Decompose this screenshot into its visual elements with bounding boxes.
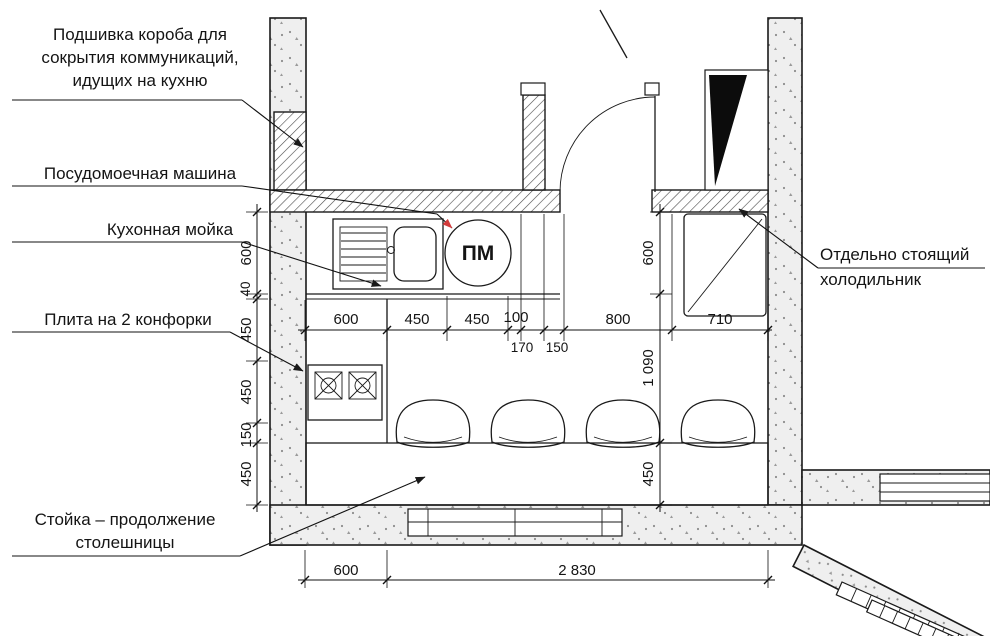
window-bottom <box>407 508 623 537</box>
dim-ticks <box>300 325 773 335</box>
dim-label: 150 <box>238 422 255 447</box>
callout-text: Отдельно стоящий <box>820 245 969 264</box>
dim-label: 600 <box>333 562 358 579</box>
dim-label: 450 <box>404 311 429 328</box>
burner-left <box>314 371 343 400</box>
dim-extension-lines <box>304 214 769 341</box>
dim-bottom-chain: 600 2 830 <box>298 550 775 588</box>
callout-leader <box>241 185 438 215</box>
dim-left-chain: 600 40 450 450 150 450 <box>238 204 268 512</box>
door-pier <box>522 94 546 191</box>
stairs <box>792 543 990 636</box>
dim-label: 2 830 <box>558 562 596 579</box>
stair-flight-2 <box>865 599 990 636</box>
stove <box>307 364 383 421</box>
callout-text: Посудомоечная машина <box>44 164 237 183</box>
dim-extension-lines <box>650 211 672 506</box>
dim-ticks <box>655 207 665 510</box>
dim-label: 170 <box>511 340 534 355</box>
dishwasher-circle <box>444 219 512 287</box>
callout-stove: Плита на 2 конфорки <box>12 310 304 372</box>
window-right <box>879 473 990 502</box>
callout-leader <box>738 208 819 269</box>
soffit-band <box>269 189 561 213</box>
dim-label: 150 <box>546 340 569 355</box>
callout-text: Стойка – продолжение <box>35 510 216 529</box>
sink-tap <box>387 246 395 254</box>
dim-label: 710 <box>707 311 732 328</box>
entry-door <box>520 82 660 193</box>
dim-label: 450 <box>238 379 255 404</box>
sink-unit <box>332 218 444 290</box>
burner-right <box>348 371 377 400</box>
boxing <box>269 94 769 213</box>
callout-text: столешницы <box>75 533 174 552</box>
callout-text: идущих на кухню <box>73 71 208 90</box>
dim-label: 600 <box>333 311 358 328</box>
callout-text: Подшивка короба для <box>53 25 227 44</box>
dim-top-chain: 600 450 450 100 800 710 170 150 <box>298 214 773 355</box>
bar-stool-3 <box>585 399 661 448</box>
dim-label: 40 <box>238 281 253 296</box>
bar-stool-4 <box>680 399 756 448</box>
bar-counter <box>305 442 769 506</box>
dim-label: 450 <box>238 461 255 486</box>
dim-label: 600 <box>640 240 657 265</box>
callout-text: Кухонная мойка <box>107 220 234 239</box>
callout-text: сокрытия коммуникаций, <box>41 48 238 67</box>
dishwasher: ПМ <box>444 219 512 287</box>
vent-shaft <box>704 69 769 191</box>
door-jamb-right <box>644 82 660 96</box>
bar-stool-2 <box>490 399 566 448</box>
door-jamb-left <box>520 82 546 96</box>
dishwasher-mark: ПМ <box>462 242 495 265</box>
bar-stools <box>395 399 756 448</box>
dim-right-chain: 600 1 090 450 <box>640 204 672 512</box>
wall-right <box>767 17 803 506</box>
top-door-leaf <box>599 9 628 59</box>
callout-text: холодильник <box>820 270 922 289</box>
callout-leader <box>229 331 304 372</box>
callout-boxing: Подшивка короба для сокрытия коммуникаци… <box>12 25 304 148</box>
dim-ticks <box>252 207 262 510</box>
fridge-outline <box>683 213 767 317</box>
stove-outline <box>307 364 383 421</box>
dim-extension-lines <box>304 550 769 588</box>
callout-leader <box>241 241 382 287</box>
callout-leader <box>239 476 426 557</box>
dim-label: 450 <box>238 317 255 342</box>
fridge <box>683 213 767 317</box>
bar-stool-1 <box>395 399 471 448</box>
dim-label: 1 090 <box>640 349 657 387</box>
callout-dishwasher: Посудомоечная машина <box>12 164 453 229</box>
dim-label: 450 <box>640 461 657 486</box>
dim-label: 600 <box>238 240 255 265</box>
fridge-diagonal <box>687 218 763 313</box>
sink-drainer-ribs <box>341 232 386 274</box>
sink-bowl <box>393 226 437 282</box>
dim-label: 100 <box>503 309 528 326</box>
dim-ticks <box>300 575 773 585</box>
dim-label: 800 <box>605 311 630 328</box>
dim-label: 450 <box>464 311 489 328</box>
wall-left <box>269 17 307 546</box>
soffit-band-right <box>651 189 769 213</box>
door-swing-arc <box>559 96 656 193</box>
sink-outline <box>332 218 444 290</box>
callout-sink: Кухонная мойка <box>12 220 382 287</box>
callout-leader <box>241 99 304 148</box>
callout-text: Плита на 2 конфорки <box>44 310 211 329</box>
callout-bar: Стойка – продолжение столешницы <box>12 476 426 557</box>
vent-shaft-wedge <box>709 75 747 186</box>
wall-duct-box <box>273 111 307 191</box>
callout-fridge: Отдельно стоящий холодильник <box>738 208 985 289</box>
callout-leader-arrow <box>436 213 453 229</box>
